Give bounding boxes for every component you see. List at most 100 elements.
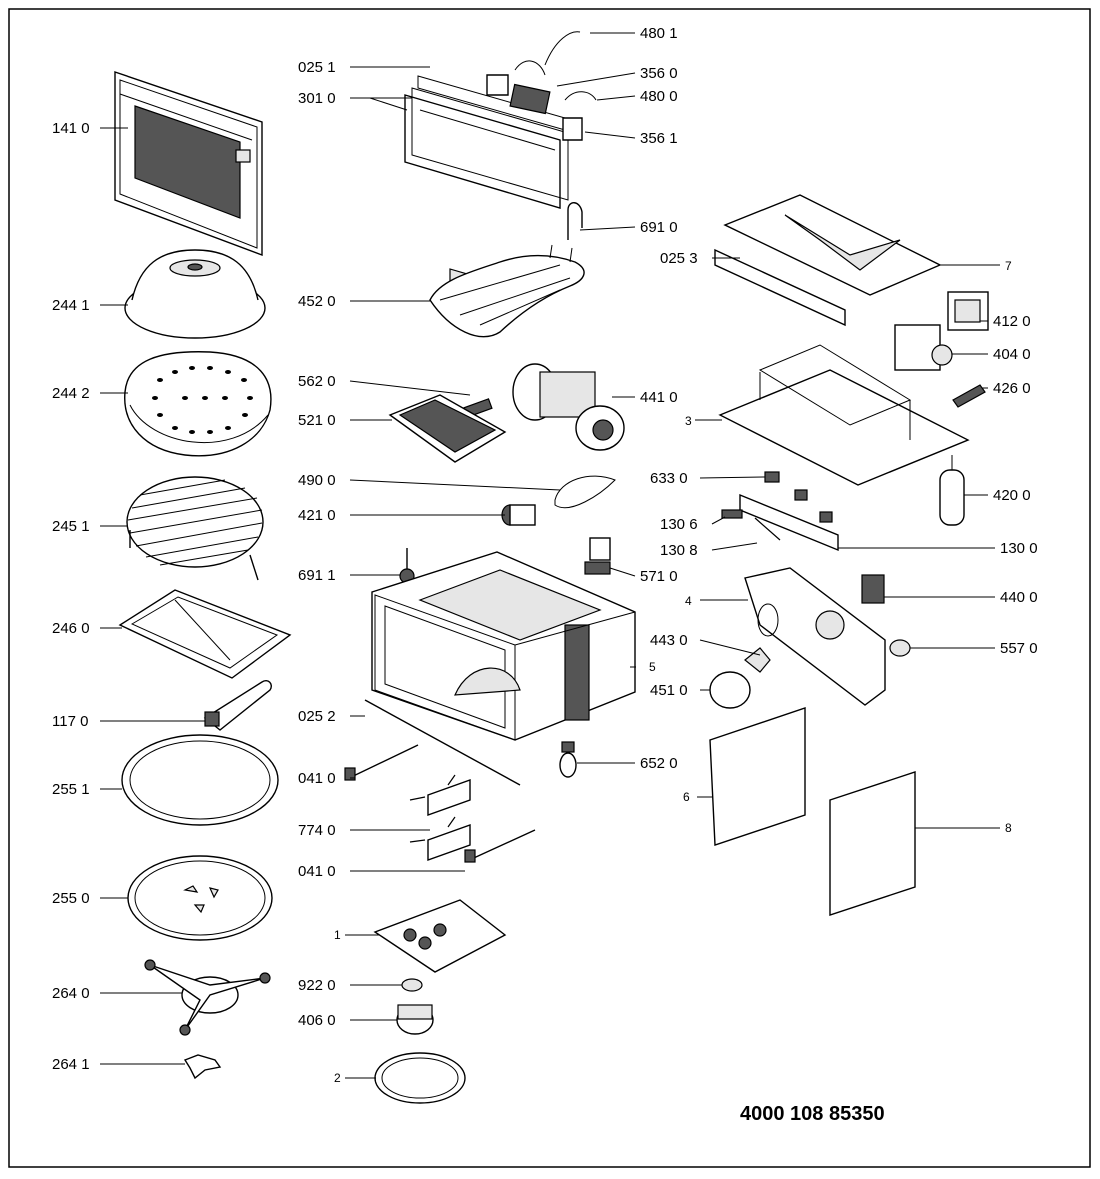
callout-labels: 141 0 244 1 244 2 245 1 246 0 117 0 255 … <box>52 25 1038 1125</box>
callout-571-0: 571 0 <box>640 568 678 585</box>
part-handle-tool <box>203 680 272 731</box>
callout-244-1: 244 1 <box>52 297 90 314</box>
part-washer <box>401 978 423 992</box>
leader-lines <box>100 32 1000 1079</box>
part-chassis <box>718 344 970 486</box>
callout-557-0: 557 0 <box>1000 640 1038 657</box>
part-switch <box>584 537 611 575</box>
part-coupler <box>183 1054 222 1080</box>
callout-452-0: 452 0 <box>298 293 336 310</box>
callout-264-0: 264 0 <box>52 985 90 1002</box>
document-number: 4000 108 85350 <box>740 1103 885 1125</box>
callout-421-0: 421 0 <box>298 507 336 524</box>
callout-480-0: 480 0 <box>640 88 678 105</box>
callout-301-0: 301 0 <box>298 90 336 107</box>
part-slider-a <box>344 744 419 781</box>
part-transformer <box>947 291 989 331</box>
callout-130-0: 130 0 <box>1000 540 1038 557</box>
callout-521-0: 521 0 <box>298 412 336 429</box>
callout-141-0: 141 0 <box>52 120 90 137</box>
part-vent-strip <box>714 248 846 327</box>
callout-633-0: 633 0 <box>650 470 688 487</box>
part-lamp <box>559 741 577 778</box>
callout-451-0: 451 0 <box>650 682 688 699</box>
callout-130-6: 130 6 <box>660 516 698 533</box>
part-slider-b <box>464 829 536 863</box>
callout-7: 7 <box>1005 259 1012 273</box>
callout-404-0: 404 0 <box>993 346 1031 363</box>
part-door <box>114 71 263 257</box>
part-latch-piece <box>721 509 743 519</box>
callout-025-2: 025 2 <box>298 708 336 725</box>
callout-025-3: 025 3 <box>660 250 698 267</box>
callout-562-0: 562 0 <box>298 373 336 390</box>
callout-8: 8 <box>1005 821 1012 835</box>
callout-441-0: 441 0 <box>640 389 678 406</box>
part-crisp-lid <box>124 351 272 457</box>
part-magnetron <box>894 324 953 371</box>
callout-041-0-b: 041 0 <box>298 863 336 880</box>
callout-255-0: 255 0 <box>52 890 90 907</box>
callout-5: 5 <box>649 660 656 674</box>
part-side-panel-right <box>829 771 916 916</box>
part-fan-motor <box>512 363 625 451</box>
part-thermostat <box>861 574 885 604</box>
part-baking-tray <box>118 589 292 679</box>
callout-691-1: 691 1 <box>298 567 336 584</box>
part-base-plate <box>373 899 507 973</box>
part-oven-cavity <box>371 551 636 741</box>
callout-244-2: 244 2 <box>52 385 90 402</box>
part-door-switches <box>764 471 833 523</box>
part-rear-panel <box>744 567 886 706</box>
callout-406-0: 406 0 <box>298 1012 336 1029</box>
callout-6: 6 <box>683 790 690 804</box>
part-rail-bottom <box>364 699 521 786</box>
callout-480-1: 480 1 <box>640 25 678 42</box>
part-sensor-top <box>567 202 583 240</box>
callout-246-0: 246 0 <box>52 620 90 637</box>
part-cable <box>554 475 616 509</box>
part-capacitor <box>501 504 536 526</box>
callout-3: 3 <box>685 414 692 428</box>
part-cover-dome <box>124 249 266 339</box>
callout-652-0: 652 0 <box>640 755 678 772</box>
callout-426-0: 426 0 <box>993 380 1031 397</box>
part-brackets <box>409 774 471 861</box>
part-slider-b-end <box>464 849 476 863</box>
callout-025-1: 025 1 <box>298 59 336 76</box>
callout-412-0: 412 0 <box>993 313 1031 330</box>
part-support-ring <box>374 1052 466 1104</box>
part-roller-ring <box>144 959 271 1036</box>
part-slider-a-end <box>344 767 356 781</box>
part-heating-element <box>429 244 585 338</box>
part-lamp-holder <box>889 639 911 657</box>
callout-255-1: 255 1 <box>52 781 90 798</box>
callout-440-0: 440 0 <box>1000 589 1038 606</box>
part-main-board <box>388 394 507 463</box>
callout-356-0: 356 0 <box>640 65 678 82</box>
callout-774-0: 774 0 <box>298 822 336 839</box>
callout-922-0: 922 0 <box>298 977 336 994</box>
callout-264-1: 264 1 <box>52 1056 90 1073</box>
diagram-frame <box>8 8 1091 1168</box>
callout-4: 4 <box>685 594 692 608</box>
callout-117-0: 117 0 <box>52 713 88 730</box>
part-grill-rack <box>126 476 264 581</box>
part-sensor-side <box>399 548 415 584</box>
callout-2: 2 <box>334 1071 341 1085</box>
callout-356-1: 356 1 <box>640 130 678 147</box>
callout-490-0: 490 0 <box>298 472 336 489</box>
callout-443-0: 443 0 <box>650 632 688 649</box>
callout-420-0: 420 0 <box>993 487 1031 504</box>
part-turntable-motor <box>396 1004 434 1035</box>
callout-130-8: 130 8 <box>660 542 698 559</box>
callout-245-1: 245 1 <box>52 518 90 535</box>
part-side-panel-left <box>709 707 806 846</box>
part-latch-pin <box>754 517 781 541</box>
part-ring-element <box>709 671 751 709</box>
part-hv-capacitor <box>939 455 965 526</box>
callout-1: 1 <box>334 928 341 942</box>
part-fan-blade <box>744 647 771 673</box>
part-latch-bar <box>739 493 839 552</box>
